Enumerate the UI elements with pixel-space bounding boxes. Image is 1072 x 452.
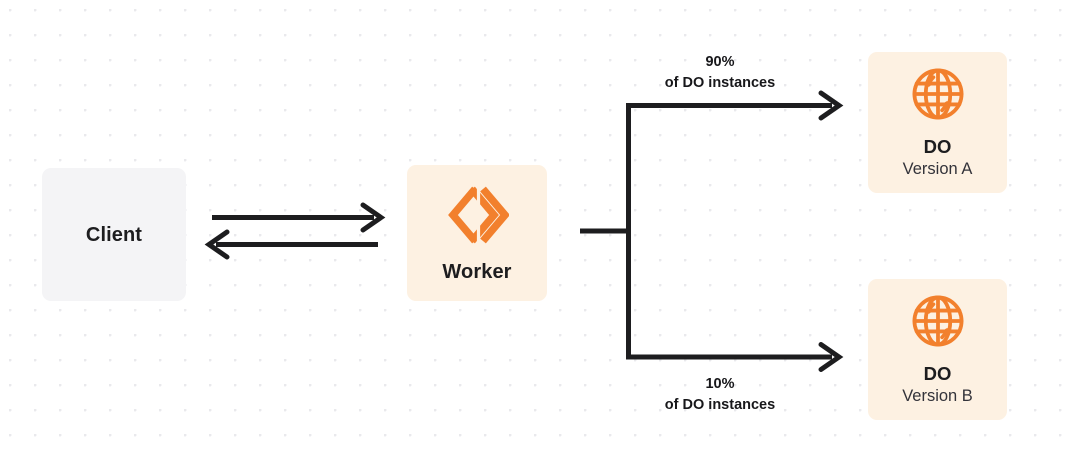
node-client-label: Client <box>85 223 143 246</box>
edge-label-percent: 90% <box>705 54 735 70</box>
node-client: Client <box>42 168 186 301</box>
node-do-b-label: DO <box>923 362 952 384</box>
arrow-right-icon <box>818 342 844 372</box>
edge-label-worker-to-do-b: 10% of DO instances <box>610 374 830 416</box>
arrow-right-icon <box>818 90 844 121</box>
node-do-version-a: DO Version A <box>868 52 1007 193</box>
durable-object-globe-icon <box>909 292 967 350</box>
node-do-b-sublabel: Version B <box>902 387 973 406</box>
arrow-right-icon <box>360 202 386 233</box>
edge-label-percent: 10% <box>705 376 735 392</box>
node-do-a-label: DO <box>923 135 952 157</box>
edge-label-worker-to-do-a: 90% of DO instances <box>610 52 830 94</box>
durable-object-globe-icon <box>909 65 967 123</box>
edge-worker-to-do-b <box>626 342 844 372</box>
arrow-left-icon <box>204 229 230 260</box>
edge-worker-branch-trunk <box>580 105 631 357</box>
edge-label-description: of DO instances <box>664 75 776 92</box>
node-worker-label: Worker <box>442 261 512 283</box>
node-do-version-b: DO Version B <box>868 279 1007 420</box>
edge-client-to-worker <box>212 202 386 233</box>
edge-worker-to-client <box>204 229 378 260</box>
cloudflare-workers-logo-icon <box>445 183 510 247</box>
node-worker: Worker <box>407 165 547 301</box>
edge-worker-to-do-a <box>626 90 844 121</box>
edge-label-description: of DO instances <box>664 397 776 414</box>
node-do-a-sublabel: Version A <box>902 160 973 179</box>
